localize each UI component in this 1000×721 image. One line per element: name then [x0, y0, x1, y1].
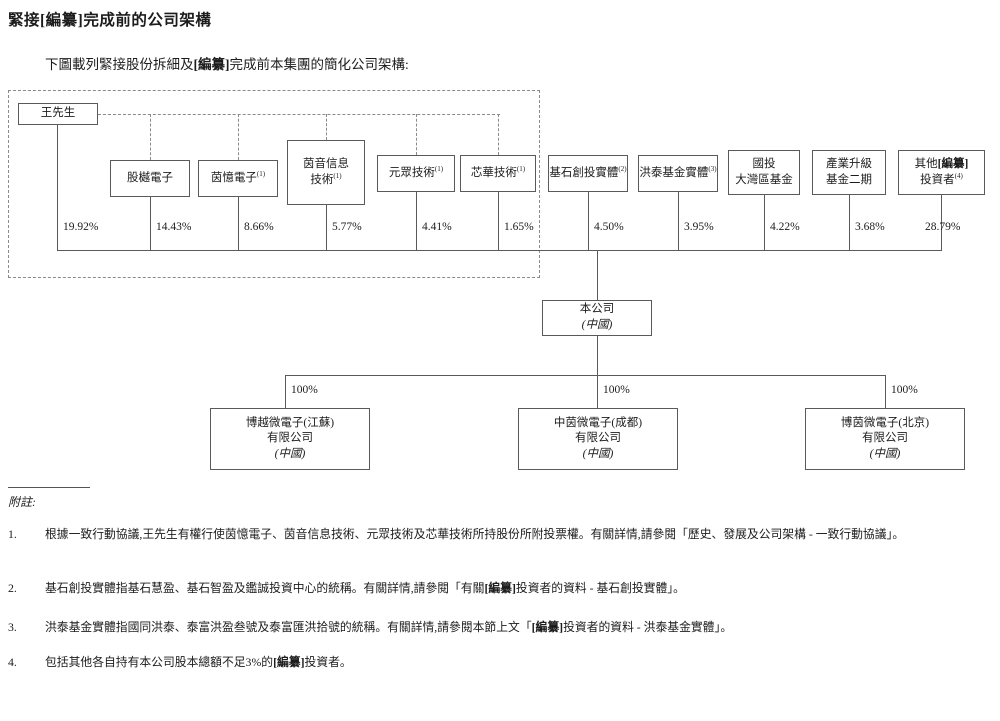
line-parent-drop	[597, 336, 598, 375]
shareholder-name: 股樾電子	[127, 171, 173, 184]
shareholder-name-line1: 產業升級	[826, 157, 872, 170]
shareholder-name-line2: 大灣區基金	[735, 173, 793, 186]
shareholder-box-guotou: 國投 大灣區基金	[728, 150, 800, 195]
concert-group-dashed-box	[8, 90, 540, 278]
percent-label: 3.68%	[855, 221, 885, 233]
controller-box: 王先生	[18, 103, 98, 125]
shareholder-name-line1: 茵音信息	[303, 157, 349, 170]
percent-label: 19.92%	[63, 221, 99, 233]
shareholder-name-line2: 基金二期	[826, 173, 872, 186]
line-drop	[150, 197, 151, 250]
note-text: 洪泰基金實體指國同洪泰、泰富洪盈叁號及泰富匯洪拾號的統稱。有關詳情,請參閱本節上…	[45, 620, 733, 634]
shareholder-name: 基石創投實體(2)	[549, 164, 627, 179]
line-drop	[678, 192, 679, 250]
page-title: 緊接[編纂]完成前的公司架構	[8, 12, 212, 29]
shareholder-name-line1: 其他[編纂]	[914, 157, 969, 170]
notes-divider	[8, 487, 90, 488]
shareholder-box-hongtai: 洪泰基金實體(3)	[638, 155, 718, 192]
subsidiary-name: 中茵微電子(成都)	[553, 416, 643, 429]
percent-label: 14.43%	[156, 221, 192, 233]
shareholder-box-other-investors: 其他[編纂] 投資者(4)	[898, 150, 985, 195]
line-shareholder-bus	[57, 250, 942, 251]
parent-company-name: 本公司	[579, 303, 615, 316]
shareholder-box-yinyi: 茵憶電子(1)	[198, 160, 278, 197]
subsidiary-box-chengdu: 中茵微電子(成都) 有限公司 (中國)	[518, 408, 678, 470]
notes-heading: 附註:	[8, 495, 36, 509]
shareholder-name: 芯華技術(1)	[470, 164, 526, 179]
note-item-3: 3. 洪泰基金實體指國同洪泰、泰富洪盈叁號及泰富匯洪拾號的統稱。有關詳情,請參閱…	[8, 617, 948, 638]
note-item-2: 2. 基石創投實體指基石慧盈、基石智盈及鑑誠投資中心的統稱。有關詳情,請參閱「有…	[8, 578, 948, 599]
shareholder-name-line2: 技術(1)	[310, 171, 342, 186]
note-item-4: 4. 包括其他各自持有本公司股本總額不足3%的[編纂]投資者。	[8, 652, 948, 673]
line-drop	[238, 197, 239, 250]
line-drop	[498, 192, 499, 250]
percent-label: 4.50%	[594, 221, 624, 233]
line-sub-drop	[285, 375, 286, 408]
line-controller-drop	[57, 125, 58, 250]
dashed-drop-4	[416, 114, 417, 155]
ownership-percent-label: 100%	[603, 384, 630, 396]
parent-company-country: (中國)	[581, 319, 613, 331]
subsidiary-country: (中國)	[582, 447, 614, 460]
shareholder-box-chanye: 產業升級 基金二期	[812, 150, 886, 195]
dashed-drop-3	[326, 114, 327, 140]
ownership-percent-label: 100%	[291, 384, 318, 396]
ownership-percent-label: 100%	[891, 384, 918, 396]
line-drop	[849, 195, 850, 250]
note-number: 4.	[8, 655, 17, 669]
note-number: 2.	[8, 581, 17, 595]
parent-company-box: 本公司 (中國)	[542, 300, 652, 336]
intro-paragraph: 下圖載列緊接股份拆細及[編纂]完成前本集團的簡化公司架構:	[45, 57, 409, 72]
percent-label: 1.65%	[504, 221, 534, 233]
note-number: 1.	[8, 527, 17, 541]
shareholder-name: 茵憶電子(1)	[210, 169, 266, 184]
shareholder-box-xinhua: 芯華技術(1)	[460, 155, 536, 192]
shareholder-box-guyue: 股樾電子	[110, 160, 190, 197]
subsidiary-name: 博茵微電子(北京)	[840, 416, 930, 429]
percent-label: 28.79%	[925, 221, 961, 233]
controller-name: 王先生	[40, 107, 76, 120]
percent-label: 5.77%	[332, 221, 362, 233]
subsidiary-box-beijing: 博茵微電子(北京) 有限公司 (中國)	[805, 408, 965, 470]
dashed-drop-2	[238, 114, 239, 160]
subsidiary-country: (中國)	[869, 447, 901, 460]
note-item-1: 1. 根據一致行動協議,王先生有權行使茵憶電子、茵音信息技術、元眾技術及芯華技術…	[8, 524, 948, 545]
shareholder-name: 元眾技術(1)	[388, 164, 444, 179]
shareholder-box-yuanzhong: 元眾技術(1)	[377, 155, 455, 192]
note-text: 基石創投實體指基石慧盈、基石智盈及鑑誠投資中心的統稱。有關詳情,請參閱「有關[編…	[45, 581, 685, 595]
controller-dashed-hline	[98, 114, 500, 115]
dashed-drop-1	[150, 114, 151, 160]
line-drop	[416, 192, 417, 250]
percent-label: 3.95%	[684, 221, 714, 233]
line-drop	[764, 195, 765, 250]
line-sub-drop	[885, 375, 886, 408]
line-drop	[588, 192, 589, 250]
percent-label: 4.22%	[770, 221, 800, 233]
shareholder-box-jishi: 基石創投實體(2)	[548, 155, 628, 192]
shareholder-name-line2: 投資者(4)	[920, 171, 963, 186]
line-bus-to-parent	[597, 250, 598, 300]
note-text: 包括其他各自持有本公司股本總額不足3%的[編纂]投資者。	[45, 655, 352, 669]
line-sub-drop	[597, 375, 598, 408]
dashed-drop-5	[498, 114, 499, 155]
shareholder-box-yinyin-info: 茵音信息 技術(1)	[287, 140, 365, 205]
percent-label: 4.41%	[422, 221, 452, 233]
shareholder-name: 洪泰基金實體(3)	[639, 164, 717, 179]
subsidiary-name: 博越微電子(江蘇)	[245, 416, 335, 429]
line-subsidiary-bus	[285, 375, 886, 376]
shareholder-name-line1: 國投	[752, 157, 776, 170]
subsidiary-box-jiangsu: 博越微電子(江蘇) 有限公司 (中國)	[210, 408, 370, 470]
note-number: 3.	[8, 620, 17, 634]
note-text: 根據一致行動協議,王先生有權行使茵憶電子、茵音信息技術、元眾技術及芯華技術所持股…	[45, 527, 905, 541]
subsidiary-suffix: 有限公司	[862, 432, 908, 445]
percent-label: 8.66%	[244, 221, 274, 233]
subsidiary-suffix: 有限公司	[267, 432, 313, 445]
line-drop	[941, 195, 942, 250]
subsidiary-country: (中國)	[274, 447, 306, 460]
line-drop	[326, 205, 327, 250]
subsidiary-suffix: 有限公司	[575, 432, 621, 445]
